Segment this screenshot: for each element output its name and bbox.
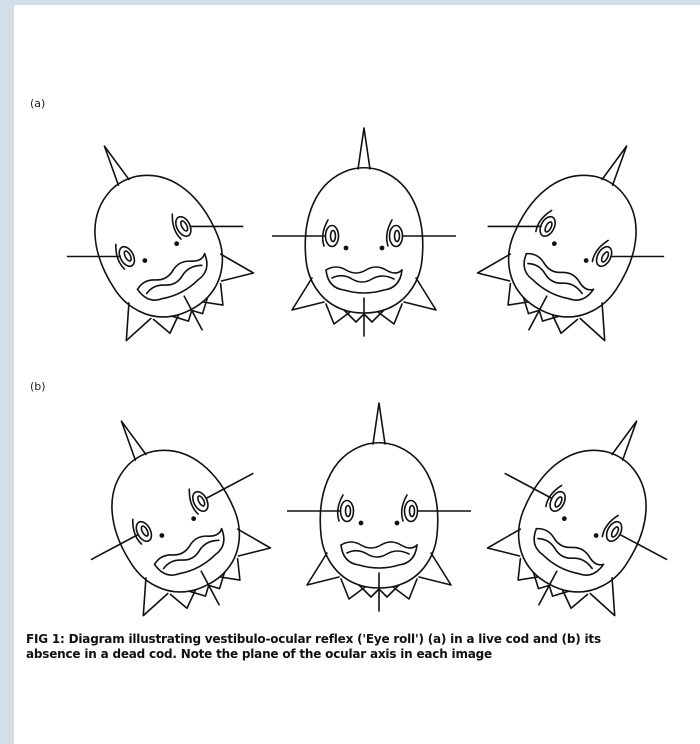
nostril-right	[173, 240, 179, 246]
mouth-inner	[526, 262, 584, 297]
nostril-right	[395, 521, 400, 526]
dorsal-spine	[99, 143, 129, 185]
nostril-left	[344, 246, 349, 251]
left-eye	[128, 514, 154, 545]
ocular-axis-right	[206, 473, 254, 498]
right-fin	[576, 297, 619, 340]
mouth-upper	[153, 526, 223, 567]
ocular-axis-right	[619, 534, 667, 559]
left-eye	[544, 483, 570, 514]
live-cod-upright	[292, 128, 436, 336]
dorsal-spine	[602, 143, 632, 185]
dead-cod-tilt-right	[475, 387, 700, 625]
head-outline	[88, 429, 260, 612]
nostril-right	[583, 257, 589, 263]
right-fin	[586, 572, 629, 615]
nostril-left	[551, 240, 557, 246]
ocular-axis-left	[505, 473, 553, 498]
right-eye	[168, 209, 194, 240]
nostril-right	[190, 515, 196, 521]
live-cod-tilt-left	[41, 112, 266, 363]
nostril-right	[593, 532, 599, 538]
dorsal-spine	[373, 403, 385, 444]
dorsal-spine	[116, 418, 146, 460]
figure-page: (a) (b) FIG 1: Diagram illustrating vest…	[14, 5, 700, 744]
left-fin	[128, 572, 171, 615]
right-eye	[591, 238, 617, 269]
mouth-inner	[332, 276, 394, 282]
caption-line-1: FIG 1: Diagram illustrating vestibulo-oc…	[26, 632, 666, 647]
caption-line-2: absence in a dead cod. Note the plane of…	[26, 647, 666, 662]
mouth-upper	[326, 267, 402, 273]
right-eye	[387, 220, 403, 247]
left-eye	[111, 239, 137, 270]
dorsal-spine	[358, 128, 370, 169]
nostril-left	[561, 515, 567, 521]
mouth-upper	[535, 526, 605, 567]
dorsal-spine	[612, 418, 642, 460]
figure-caption: FIG 1: Diagram illustrating vestibulo-oc…	[26, 632, 666, 662]
cod-diagram	[14, 5, 700, 625]
left-eye	[323, 220, 339, 247]
mouth-upper	[136, 251, 206, 292]
head-outline	[71, 154, 243, 337]
head-outline	[498, 429, 670, 612]
right-eye	[185, 484, 211, 515]
left-eye	[338, 495, 354, 522]
nostril-left	[159, 532, 165, 538]
dead-cod-tilt-left	[58, 387, 283, 625]
right-eye	[402, 495, 418, 522]
mouth-upper	[525, 251, 595, 292]
ocular-axis-left	[91, 534, 139, 559]
mouth-upper	[341, 542, 417, 548]
live-cod-tilt-right	[465, 112, 690, 363]
nostril-right	[380, 246, 385, 251]
right-fin	[210, 245, 253, 288]
right-eye	[601, 513, 627, 544]
left-eye	[534, 208, 560, 239]
mouth-inner	[536, 537, 594, 572]
left-fin	[488, 520, 531, 563]
right-fin	[227, 520, 270, 563]
nostril-left	[359, 521, 364, 526]
head-outline	[488, 154, 660, 337]
nostril-left	[142, 257, 148, 263]
mouth-inner	[347, 551, 409, 557]
dead-cod-upright	[307, 403, 451, 611]
left-fin	[478, 245, 521, 288]
left-fin	[111, 297, 154, 340]
